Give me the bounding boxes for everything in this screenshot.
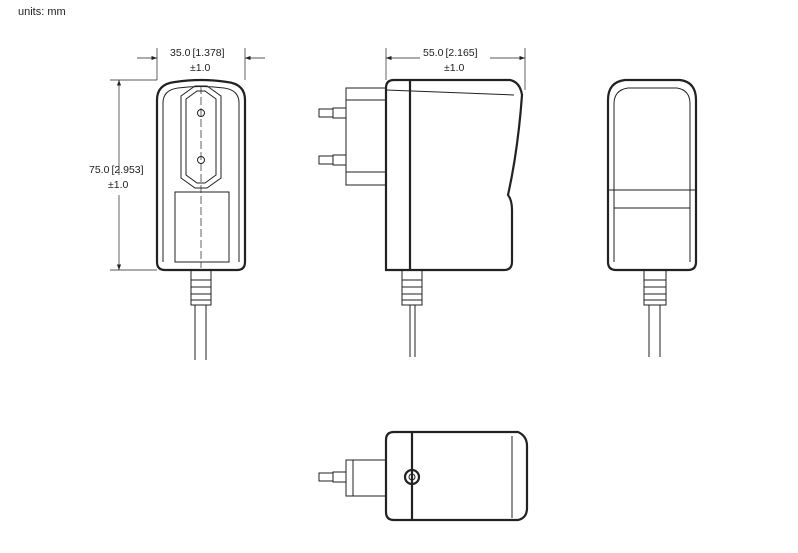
- depth-tolerance: ±1.0: [444, 62, 465, 74]
- width-dimension: 35.0[1.378]: [170, 47, 225, 59]
- depth-dimension: 55.0[2.165]: [423, 47, 478, 59]
- front-view: 35.0[1.378] ±1.0 75.0[2.953] ±1.0: [89, 47, 265, 360]
- units-label: units: mm: [18, 6, 66, 18]
- back-view: [606, 78, 698, 357]
- bottom-view: [318, 430, 529, 522]
- width-tolerance: ±1.0: [190, 62, 211, 74]
- height-tolerance: ±1.0: [108, 179, 129, 191]
- height-dimension: 75.0[2.953]: [89, 164, 144, 176]
- side-view: 55.0[2.165] ±1.0: [318, 47, 526, 357]
